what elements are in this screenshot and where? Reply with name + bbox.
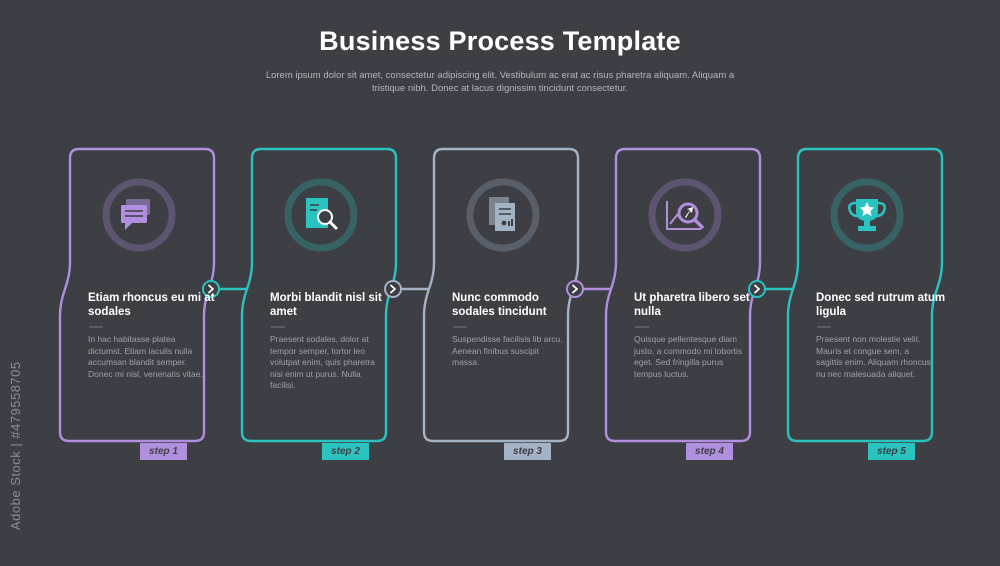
step-1-description: In hac habitasse platea dictumst. Etiam … (88, 334, 203, 379)
chevron-right-icon (384, 280, 402, 298)
step-3-frame (422, 147, 580, 443)
step-4-description: Quisque pellentesque diam justo, a commo… (634, 334, 743, 379)
document-search-icon (306, 198, 338, 230)
step-5-description: Praesent non molestie velit. Mauris et c… (816, 334, 931, 379)
trophy-icon (848, 199, 886, 231)
step-5-frame (786, 147, 944, 443)
chevron-right-icon (566, 280, 584, 298)
stock-credit: Adobe Stock | #479558705 (8, 361, 23, 530)
step-1-title: Etiam rhoncus eu mi at sodales (88, 292, 215, 318)
step-3-tag: step 3 (504, 443, 551, 460)
documents-icon (489, 197, 515, 231)
step-1-tag: step 1 (140, 443, 187, 460)
step-4-frame (604, 147, 762, 443)
page-title: Business Process Template (319, 26, 681, 56)
step-5-icon-ring (830, 178, 904, 252)
step-1-icon-ring (102, 178, 176, 252)
step-4-icon-ring (648, 178, 722, 252)
chevron-right-icon (748, 280, 766, 298)
step-2-tag: step 2 (322, 443, 369, 460)
chevron-right-icon (202, 280, 220, 298)
chart-magnifier-icon (666, 201, 704, 230)
step-3-description: Suspendisse facilisis lib arcu. Aenean f… (452, 334, 563, 367)
chat-bubbles-icon (121, 199, 150, 230)
page-subtitle: Lorem ipsum dolor sit amet, consectetur … (265, 70, 735, 94)
step-5-tag: step 5 (868, 443, 915, 460)
step-3-title: Nunc commodo sodales tincidunt (452, 292, 547, 318)
step-2-frame (240, 147, 398, 443)
step-2-description: Praesent sodales, dolor at tempor semper… (270, 334, 375, 390)
step-2-icon-ring (284, 178, 358, 252)
step-4-tag: step 4 (686, 443, 733, 460)
step-5-title: Donec sed rutrum atum ligula (816, 292, 946, 318)
step-2-title: Morbi blandit nisl sit amet (270, 292, 382, 318)
step-1-frame (58, 147, 216, 443)
step-3-icon-ring (466, 178, 540, 252)
step-4-title: Ut pharetra libero set nulla (634, 292, 750, 318)
